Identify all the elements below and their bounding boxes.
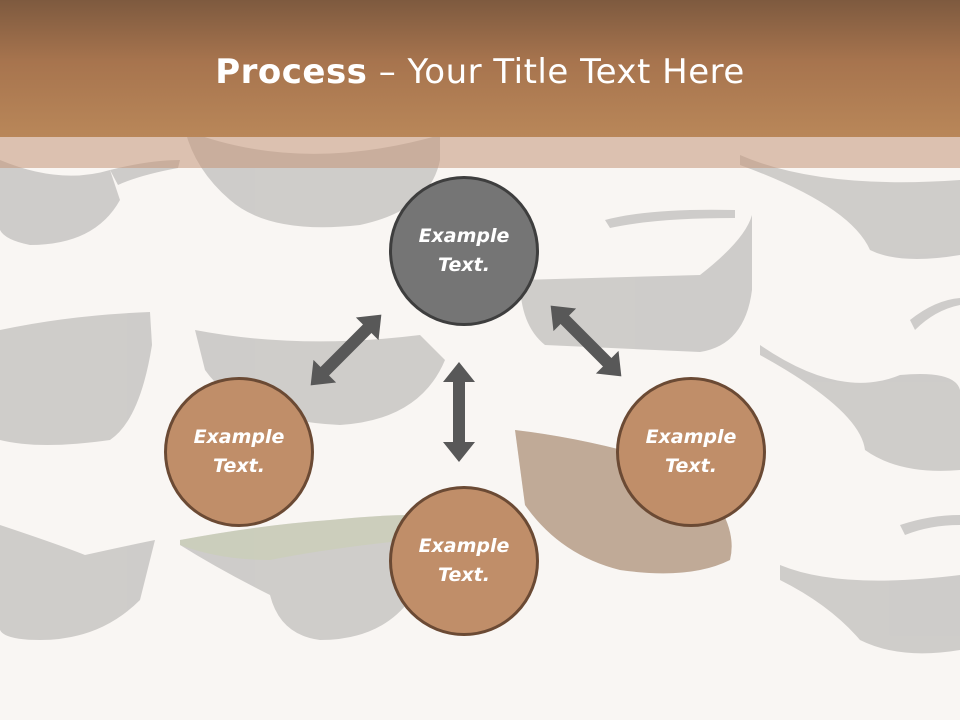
title-bar xyxy=(0,0,960,137)
process-node-bottom[interactable]: Example Text. xyxy=(389,486,539,636)
slide-title: Process – Your Title Text Here xyxy=(0,52,960,92)
process-node-left[interactable]: Example Text. xyxy=(164,377,314,527)
node-text-line1: Example xyxy=(645,426,737,448)
node-text-line2: Text. xyxy=(213,455,265,477)
node-text-line1: Example xyxy=(418,535,510,557)
node-text-line1: Example xyxy=(193,426,285,448)
title-bold: Process xyxy=(215,52,368,92)
process-node-top[interactable]: Example Text. xyxy=(389,176,539,326)
node-text-line2: Text. xyxy=(665,455,717,477)
node-text-line2: Text. xyxy=(438,564,490,586)
title-rest: – Your Title Text Here xyxy=(367,52,745,92)
node-text-line2: Text. xyxy=(438,254,490,276)
title-underlay-strip xyxy=(0,137,960,168)
node-text-line1: Example xyxy=(418,225,510,247)
process-node-right[interactable]: Example Text. xyxy=(616,377,766,527)
